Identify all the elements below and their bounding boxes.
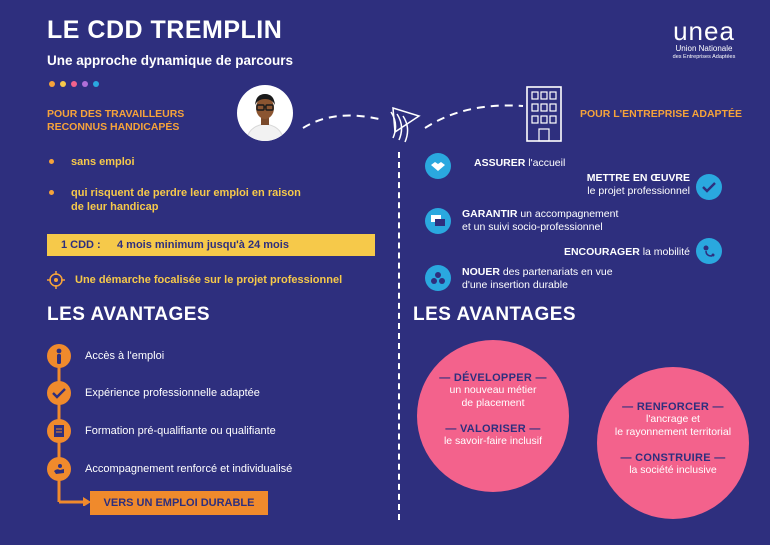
logo-line2: des Entreprises Adaptées: [672, 54, 736, 60]
bubble-head: — VALORISER —: [445, 423, 541, 435]
left-heading-line1: POUR DES TRAVAILLEURS: [47, 108, 185, 120]
building-icon: [524, 83, 564, 143]
focus-line: Une démarche focalisée sur le projet pro…: [47, 271, 342, 289]
right-item-support: GARANTIR un accompagnement et un suivi s…: [462, 208, 619, 233]
path-dashes-icon: [302, 104, 524, 143]
bullet-icon: [49, 190, 54, 195]
person-icon: [47, 344, 71, 368]
check-circle-icon: [696, 174, 722, 200]
right-item-mobility: ENCOURAGER la mobilité: [563, 246, 690, 258]
advantage-row: Formation pré-qualifiante ou qualifiante: [47, 419, 276, 443]
list-item: qui risquent de perdre leur emploi en ra…: [47, 186, 347, 214]
bubble-head: — CONSTRUIRE —: [620, 452, 726, 464]
advantage-row: Expérience professionnelle adaptée: [47, 381, 260, 405]
cdd-value: 4 mois minimum jusqu'à 24 mois: [117, 239, 289, 251]
worker-criteria-list: sans emploi qui risquent de perdre leur …: [47, 155, 347, 225]
right-item-welcome: ASSURER l'accueil: [474, 157, 566, 169]
left-heading: POUR DES TRAVAILLEURS RECONNUS HANDICAPÉ…: [47, 108, 184, 134]
right-item-partnerships: NOUER des partenariats en vue d'une inse…: [462, 266, 613, 291]
list-item: sans emploi: [47, 155, 347, 169]
target-icon: [47, 271, 65, 289]
dot: [60, 81, 66, 87]
handshake-icon: [425, 153, 451, 179]
unea-logo: unea Union Nationale des Entreprises Ada…: [663, 18, 745, 61]
network-icon: [425, 265, 451, 291]
bullet-icon: [49, 159, 54, 164]
chat-icon: [425, 208, 451, 234]
right-item-project: METTRE EN ŒUVRE le projet professionnel: [586, 172, 690, 197]
right-heading: POUR L'ENTREPRISE ADAPTÉE: [580, 108, 742, 120]
logo-word: unea: [673, 16, 735, 46]
page-title: LE CDD TREMPLIN: [47, 16, 283, 44]
support-hand-icon: [47, 457, 71, 481]
bubble-head: — RENFORCER —: [622, 401, 724, 413]
page-subtitle: Une approche dynamique de parcours: [47, 53, 294, 68]
bubble-develop: — DÉVELOPPER — un nouveau métier de plac…: [417, 340, 569, 492]
advantage-row: Accompagnement renforcé et individualisé: [47, 457, 292, 481]
cdd-label: 1 CDD :: [61, 239, 101, 251]
right-advantages-title: LES AVANTAGES: [413, 304, 577, 325]
logo-line1: Union Nationale: [675, 44, 733, 53]
worker-avatar-icon: [236, 84, 294, 142]
durable-employment-label: VERS UN EMPLOI DURABLE: [90, 491, 268, 515]
dot: [82, 81, 88, 87]
left-advantages-title: LES AVANTAGES: [47, 304, 211, 325]
route-pin-icon: [696, 238, 722, 264]
advantage-row: Accès à l'emploi: [47, 344, 164, 368]
document-icon: [47, 419, 71, 443]
check-icon: [47, 381, 71, 405]
dot: [71, 81, 77, 87]
bubble-head: — DÉVELOPPER —: [439, 372, 547, 384]
focus-text: Une démarche focalisée sur le projet pro…: [75, 274, 343, 286]
center-divider: [398, 152, 400, 520]
left-heading-line2: RECONNUS HANDICAPÉS: [47, 121, 180, 133]
dot: [49, 81, 55, 87]
bubble-strengthen: — RENFORCER — l'ancrage et le rayonnemen…: [597, 367, 749, 519]
color-dots: [49, 81, 99, 87]
dot: [93, 81, 99, 87]
cdd-duration-bar: 1 CDD : 4 mois minimum jusqu'à 24 mois: [47, 234, 375, 256]
